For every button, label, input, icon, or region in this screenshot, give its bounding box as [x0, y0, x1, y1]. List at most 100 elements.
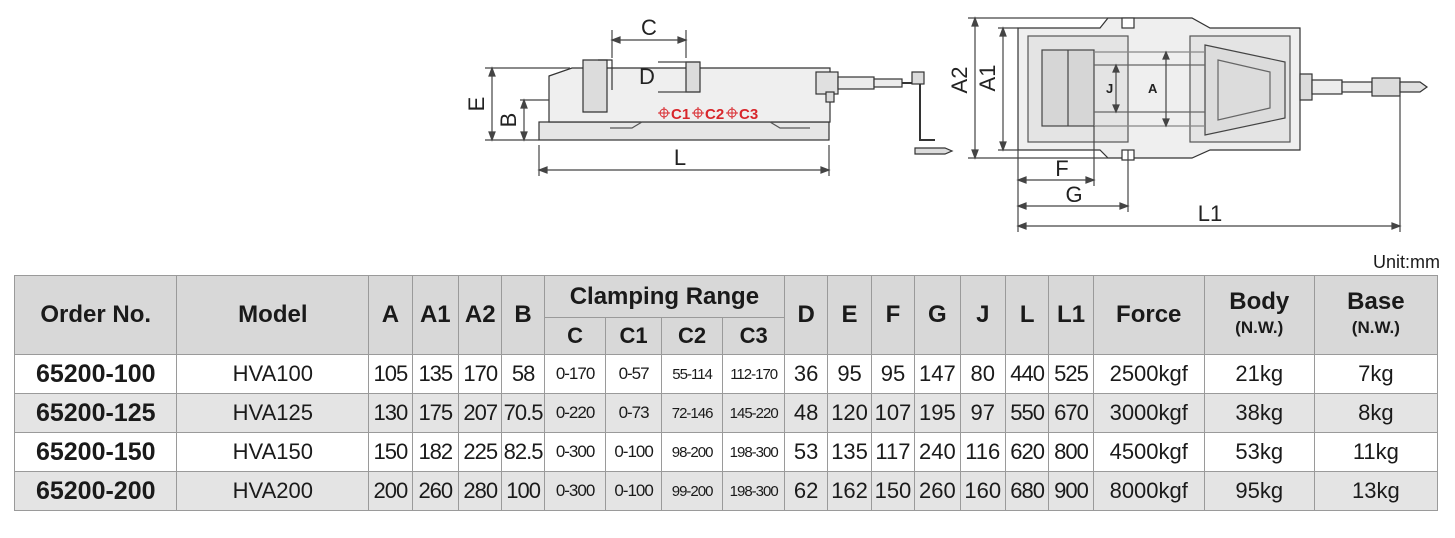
cell-model: HVA150	[176, 432, 370, 472]
cell-j: 97	[959, 393, 1006, 433]
cell-c1: 0-100	[605, 471, 662, 511]
cell-a1: 260	[411, 471, 460, 511]
cell-base: 11kg	[1313, 432, 1439, 472]
cell-l1: 670	[1048, 393, 1094, 433]
table-row: 65200-150 HVA150 150 182 225 82.5 0-300 …	[13, 432, 1439, 472]
header-body-sub: (N.W.)	[1235, 318, 1284, 337]
table-subheader-row: C C1 C2 C3	[15, 317, 1438, 355]
cell-e: 162	[827, 471, 872, 511]
cell-g: 260	[914, 471, 961, 511]
cell-a2: 280	[458, 471, 503, 511]
cell-a1: 175	[411, 393, 460, 433]
dim-label-e: E	[464, 97, 489, 112]
cell-l1: 800	[1048, 432, 1094, 472]
header-c2: C2	[660, 317, 724, 355]
dim-label-b: B	[496, 113, 521, 128]
table-row: 65200-125 HVA125 130 175 207 70.5 0-220 …	[13, 393, 1439, 433]
header-base-sub: (N.W.)	[1351, 318, 1400, 337]
cell-a2: 170	[458, 354, 503, 394]
cell-body: 95kg	[1203, 471, 1315, 511]
side-view: C D E B L C1 C2 C3	[464, 15, 954, 176]
cell-f: 150	[870, 471, 916, 511]
cell-c3: 198-300	[722, 471, 785, 511]
cell-base: 13kg	[1313, 471, 1439, 511]
cell-b: 70.5	[501, 393, 545, 433]
spec-table: Order No. Model A A1 A2 B Clamping Range…	[13, 275, 1439, 511]
header-g: G	[914, 275, 961, 355]
header-model: Model	[176, 275, 370, 355]
header-f: F	[870, 275, 916, 355]
header-body: Body (N.W.)	[1203, 275, 1315, 355]
cell-body: 21kg	[1203, 354, 1315, 394]
dim-label-c: C	[641, 15, 657, 40]
cell-order: 65200-200	[13, 471, 178, 511]
unit-label: Unit:mm	[1373, 252, 1440, 272]
cell-l1: 525	[1048, 354, 1094, 394]
cell-force: 2500kgf	[1092, 354, 1205, 394]
cell-b: 58	[501, 354, 545, 394]
cell-c2: 72-146	[660, 393, 724, 433]
cell-c2: 98-200	[660, 432, 724, 472]
dim-label-g: G	[1065, 182, 1082, 207]
header-c1: C1	[605, 317, 662, 355]
dim-label-a: A	[1148, 81, 1158, 96]
cell-force: 3000kgf	[1092, 393, 1205, 433]
header-base: Base (N.W.)	[1313, 275, 1439, 355]
clamp-label-c3: C3	[739, 106, 758, 123]
cell-l: 620	[1004, 432, 1050, 472]
header-clamping-range: Clamping Range	[543, 275, 785, 318]
cell-b: 100	[501, 471, 545, 511]
cell-a: 200	[368, 471, 413, 511]
clamp-label-c1: C1	[671, 106, 690, 123]
cell-c2: 99-200	[660, 471, 724, 511]
cell-l1: 900	[1048, 471, 1094, 511]
cell-c: 0-300	[543, 432, 607, 472]
cell-d: 36	[783, 354, 829, 394]
cell-a: 150	[368, 432, 413, 472]
cell-body: 38kg	[1203, 393, 1315, 433]
dim-label-f: F	[1055, 156, 1068, 181]
header-c3: C3	[722, 317, 785, 355]
cell-order: 65200-125	[13, 393, 178, 433]
cell-c: 0-220	[543, 393, 607, 433]
header-e: E	[827, 275, 872, 355]
dim-label-a2: A2	[947, 67, 972, 94]
header-base-label: Base	[1347, 288, 1405, 315]
cell-body: 53kg	[1203, 432, 1315, 472]
cell-e: 120	[827, 393, 872, 433]
cell-g: 147	[914, 354, 961, 394]
cell-a1: 135	[411, 354, 460, 394]
cell-g: 240	[914, 432, 961, 472]
dim-label-l: L	[674, 145, 686, 170]
cell-order: 65200-150	[13, 432, 178, 472]
cell-base: 8kg	[1313, 393, 1439, 433]
header-order-no: Order No.	[13, 275, 178, 355]
cell-force: 4500kgf	[1092, 432, 1205, 472]
cell-base: 7kg	[1313, 354, 1439, 394]
vise-technical-drawing: C D E B L C1 C2 C3	[464, 15, 1429, 232]
cell-order: 65200-100	[13, 354, 178, 394]
cell-e: 135	[827, 432, 872, 472]
cell-a: 105	[368, 354, 413, 394]
cell-f: 117	[870, 432, 916, 472]
dim-label-l1: L1	[1198, 201, 1222, 226]
cell-f: 107	[870, 393, 916, 433]
header-j: J	[959, 275, 1006, 355]
cell-c3: 112-170	[722, 354, 785, 394]
cell-d: 62	[783, 471, 829, 511]
cell-c1: 0-100	[605, 432, 662, 472]
cell-a1: 182	[411, 432, 460, 472]
header-a1: A1	[411, 275, 460, 355]
clamp-label-c2: C2	[705, 106, 724, 123]
cell-a2: 225	[458, 432, 503, 472]
dim-label-a1: A1	[975, 65, 1000, 92]
cell-model: HVA100	[176, 354, 370, 394]
cell-model: HVA200	[176, 471, 370, 511]
header-body-label: Body	[1229, 288, 1290, 315]
cell-j: 80	[959, 354, 1006, 394]
top-view: A2 A1 J A F G L1	[947, 16, 1429, 232]
cell-force: 8000kgf	[1092, 471, 1205, 511]
header-c: C	[543, 317, 607, 355]
header-a: A	[368, 275, 413, 355]
cell-model: HVA125	[176, 393, 370, 433]
